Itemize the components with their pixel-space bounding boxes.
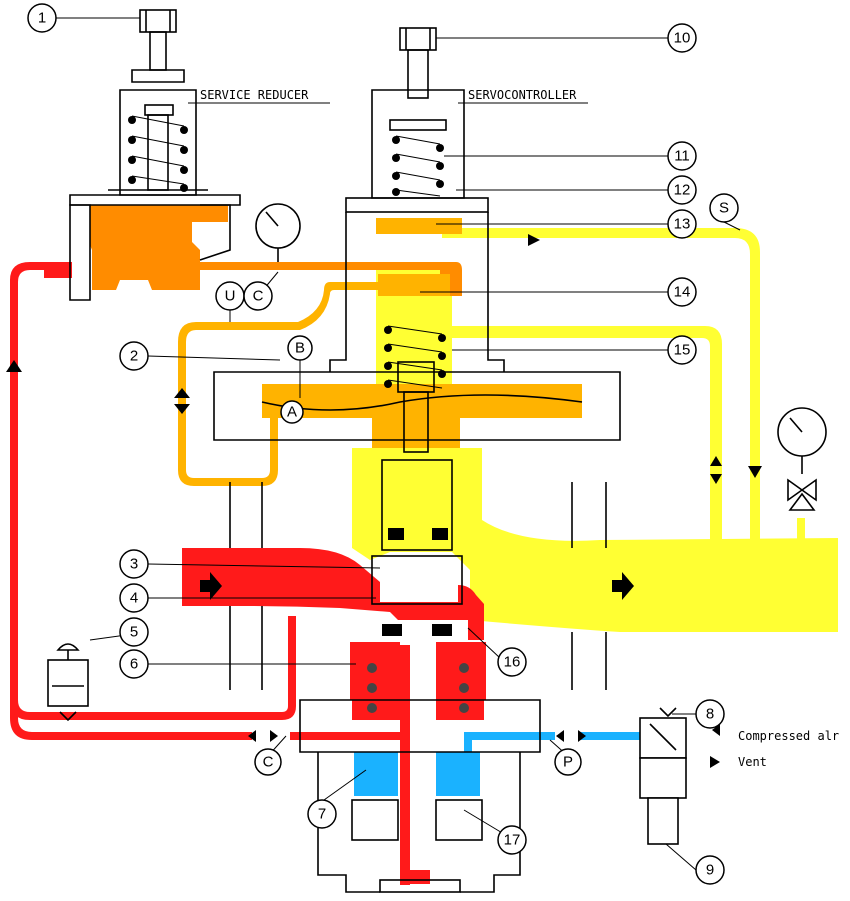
callout-9: 9 (695, 855, 725, 885)
svg-text:A: A (287, 404, 297, 421)
callout-c-top: C (243, 281, 273, 311)
inlet-red-zone (10, 262, 486, 885)
svg-text:15: 15 (674, 342, 691, 359)
callout-1: 1 (27, 3, 57, 33)
svg-text:4: 4 (130, 590, 138, 607)
callout-11: 11 (667, 141, 697, 171)
svg-text:1: 1 (38, 10, 46, 27)
compressed-air-label: Compressed alr (738, 729, 839, 743)
motor-amber-zone (178, 218, 582, 486)
callout-6: 6 (119, 649, 149, 679)
svg-text:13: 13 (674, 216, 691, 233)
callout-4: 4 (119, 583, 149, 613)
servo-spring (392, 135, 444, 197)
callout-17: 17 (497, 825, 527, 855)
diaphragm-housing (213, 361, 621, 453)
reducer-spring (128, 115, 188, 192)
svg-text:9: 9 (706, 862, 714, 879)
flow-arrow-icon (6, 234, 762, 768)
svg-text:3: 3 (130, 556, 138, 573)
callout-u: U (215, 281, 245, 311)
callout-7: 7 (307, 799, 337, 829)
servocontroller-title: SERVOCONTROLLER (468, 88, 577, 102)
callout-14: 14 (667, 277, 697, 307)
leader-lines (56, 17, 741, 871)
svg-text:S: S (719, 200, 729, 217)
gauge-icon (255, 203, 301, 262)
solenoid-valve-icon (639, 707, 687, 845)
svg-text:P: P (563, 754, 573, 771)
vent-label: Vent (738, 755, 767, 769)
svg-text:5: 5 (130, 624, 138, 641)
pneumatic-blue-zone (354, 732, 676, 796)
callout-12: 12 (667, 175, 697, 205)
manual-valve-5 (47, 643, 89, 722)
callout-2: 2 (119, 341, 149, 371)
gauge-icon (777, 407, 827, 474)
red-pressure-seals (367, 528, 469, 713)
callout-p: P (554, 748, 582, 776)
svg-text:11: 11 (674, 148, 690, 165)
callout-16: 16 (497, 647, 527, 677)
callout-3: 3 (119, 549, 149, 579)
callout-8: 8 (695, 699, 725, 729)
svg-text:7: 7 (318, 806, 326, 823)
service-reducer-title: SERVICE REDUCER (200, 88, 309, 102)
svg-text:6: 6 (130, 656, 138, 673)
callout-a: A (280, 400, 304, 424)
svg-text:17: 17 (504, 832, 521, 849)
callout-15: 15 (667, 335, 697, 365)
svg-text:C: C (253, 288, 264, 305)
callout-13: 13 (667, 209, 697, 239)
svg-text:B: B (295, 340, 305, 357)
servocontroller-outline (329, 27, 505, 372)
callout-5: 5 (119, 617, 149, 647)
svg-text:C: C (263, 754, 274, 771)
three-way-valve-icon (787, 478, 817, 511)
callout-10: 10 (667, 23, 697, 53)
svg-text:12: 12 (674, 182, 691, 199)
svg-text:8: 8 (706, 706, 714, 723)
callout-c-bottom: C (254, 748, 282, 776)
pilot-orange-zone (90, 205, 462, 296)
service-reducer-outline (69, 9, 241, 301)
callout-b: B (287, 335, 313, 361)
svg-text:U: U (225, 288, 236, 305)
svg-text:14: 14 (674, 284, 691, 301)
callout-s: S (709, 193, 739, 223)
svg-text:2: 2 (130, 348, 138, 365)
svg-text:10: 10 (674, 30, 691, 47)
svg-text:16: 16 (504, 654, 521, 671)
